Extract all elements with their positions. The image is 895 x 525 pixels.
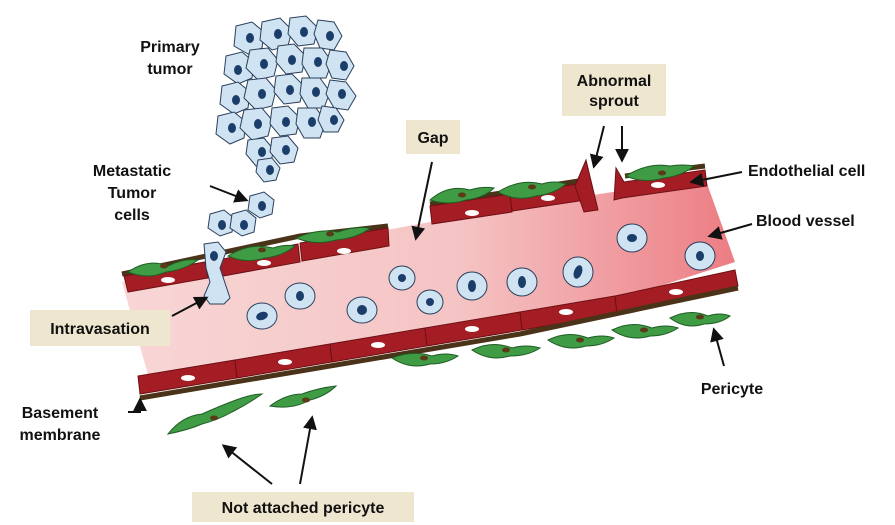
arrow-detached-right bbox=[300, 418, 312, 484]
label-not-attached-pericyte: Not attached pericyte bbox=[222, 500, 385, 517]
label-basement-1: Basement bbox=[22, 405, 99, 422]
label-metastatic-3: cells bbox=[114, 207, 150, 224]
label-endothelial-cell: Endothelial cell bbox=[748, 163, 865, 180]
basement-bracket bbox=[128, 400, 140, 412]
label-intravasation: Intravasation bbox=[50, 321, 150, 338]
label-primary-tumor-1: Primary bbox=[140, 39, 200, 56]
detached-pericyte bbox=[168, 394, 262, 434]
label-pericyte: Pericyte bbox=[701, 381, 763, 398]
label-metastatic-2: Tumor bbox=[108, 185, 157, 202]
arrow-metastatic bbox=[210, 186, 246, 200]
arrow-detached-left bbox=[224, 446, 272, 484]
arrow-sprout-left bbox=[594, 126, 604, 166]
arrow-pericyte bbox=[714, 330, 724, 366]
label-primary-tumor-2: tumor bbox=[147, 61, 192, 78]
label-gap: Gap bbox=[417, 130, 448, 147]
detached-pericyte bbox=[270, 386, 336, 407]
label-abnormal-sprout-1: Abnormal bbox=[577, 73, 652, 90]
label-abnormal-sprout-2: sprout bbox=[589, 93, 639, 110]
label-basement-2: membrane bbox=[20, 427, 101, 444]
label-metastatic-1: Metastatic bbox=[93, 163, 171, 180]
label-blood-vessel: Blood vessel bbox=[756, 213, 855, 230]
